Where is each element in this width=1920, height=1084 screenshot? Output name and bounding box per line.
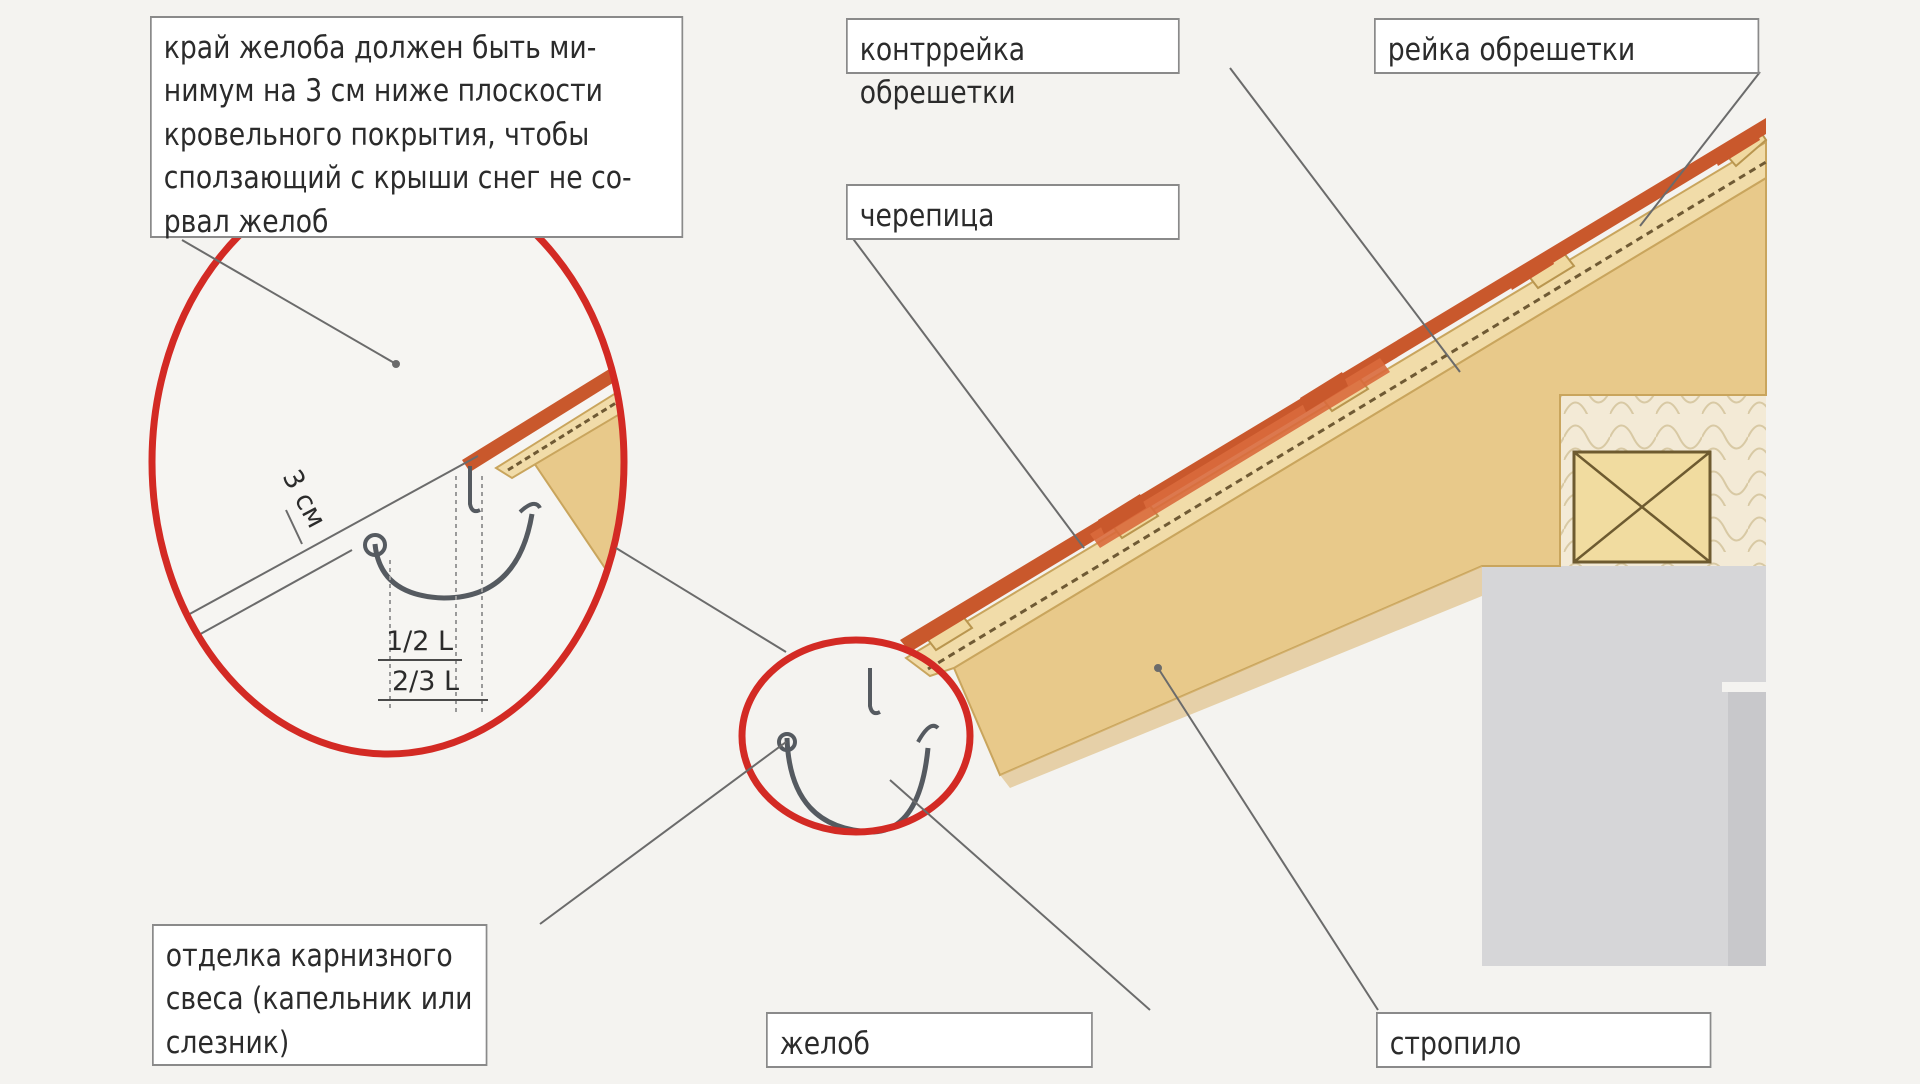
label-rafter: стропило <box>1376 1012 1712 1068</box>
wall <box>1482 566 1766 966</box>
label-counter-batten: контррейка обрешетки <box>846 18 1180 111</box>
label-batten: рейка обрешетки <box>1374 18 1760 74</box>
label-eave-finish: отделка карнизного свеса (капельник или … <box>152 924 488 1066</box>
zoom-detail: 1/2 L 2/3 L 3 см <box>148 166 628 758</box>
label-tile: черепица <box>846 184 1180 240</box>
dim-two-thirds: 2/3 L <box>392 666 459 697</box>
leader-lines <box>181 67 1761 1011</box>
label-gutter-edge-note: край желоба должен быть ми- нимум на 3 с… <box>150 16 684 240</box>
roof-tiles <box>900 118 1766 652</box>
detail-circle-small <box>738 636 974 836</box>
rafter <box>952 176 1767 788</box>
wall-plate <box>1572 450 1712 564</box>
dim-half: 1/2 L <box>386 626 453 657</box>
label-gutter: желоб <box>766 1012 1093 1068</box>
